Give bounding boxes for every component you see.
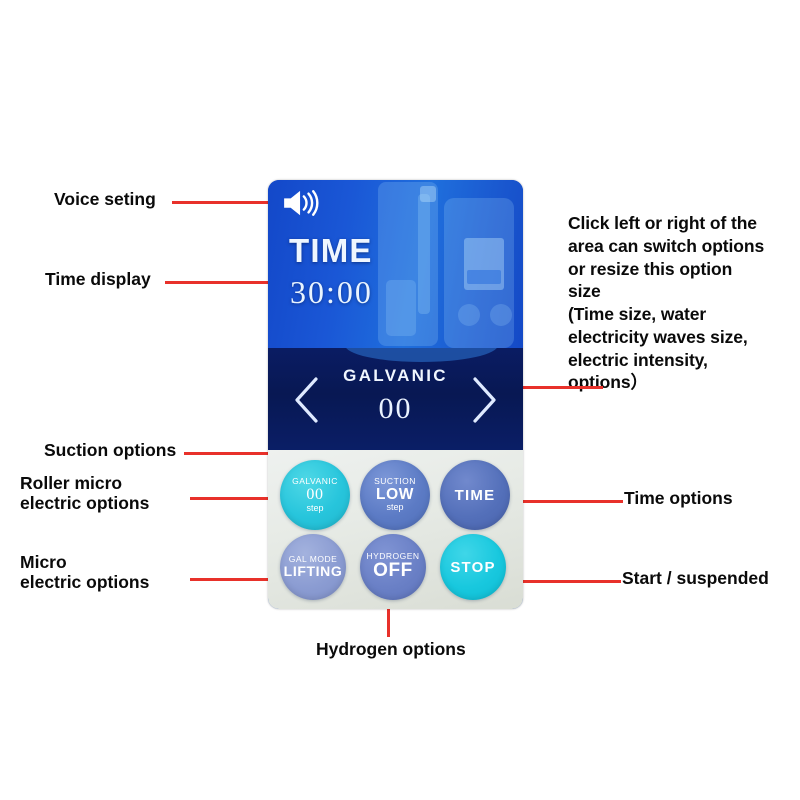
- leader-line-time-display: [165, 281, 272, 284]
- button-time-options[interactable]: TIME: [440, 460, 510, 530]
- annotation-info-note: Click left or right of the area can swit…: [568, 213, 765, 393]
- time-label: TIME: [289, 232, 373, 269]
- leader-line-voice-setting: [172, 201, 272, 204]
- leader-line-info-note: [505, 386, 603, 389]
- button-gal-mode-options[interactable]: GAL MODE LIFTING: [280, 534, 346, 600]
- annotation-micro-electric-options: Micro electric options: [20, 552, 150, 592]
- option-selector-screen[interactable]: GALVANIC 00: [268, 348, 523, 450]
- annotation-suction-options: Suction options: [44, 440, 177, 460]
- leader-line-start-suspended: [511, 580, 621, 583]
- leader-line-time-options: [513, 500, 623, 503]
- button-galvanic-caption: GALVANIC: [292, 476, 338, 487]
- annotation-voice-setting: Voice seting: [54, 189, 156, 209]
- button-galvanic-value: 00: [306, 485, 324, 503]
- button-galvanic-sub: step: [306, 502, 324, 513]
- button-suction-caption: SUCTION: [374, 476, 416, 487]
- time-display-screen[interactable]: TIME 30:00: [268, 180, 523, 348]
- button-hydrogen-caption: HYDROGEN: [366, 551, 420, 562]
- button-suction-options[interactable]: SUCTION LOW step: [360, 460, 430, 530]
- button-galvanic-options[interactable]: GALVANIC 00 step: [280, 460, 350, 530]
- button-hydrogen-options[interactable]: HYDROGEN OFF: [360, 534, 426, 600]
- keypad-panel: GALVANIC 00 step SUCTION LOW step TIME G…: [268, 450, 523, 609]
- annotation-start-suspended: Start / suspended: [622, 568, 769, 588]
- button-stop-value: STOP: [450, 558, 496, 576]
- leader-line-hydrogen-options: [387, 601, 390, 637]
- leader-line-micro-electric-options: [190, 578, 278, 581]
- button-hydrogen-value: OFF: [373, 560, 413, 582]
- leader-line-roller-micro-electric-options: [190, 497, 278, 500]
- speaker-volume-icon[interactable]: [282, 188, 320, 218]
- button-gal-mode-value: LIFTING: [283, 562, 343, 579]
- chevron-right-icon[interactable]: [469, 376, 499, 424]
- chevron-left-icon[interactable]: [292, 376, 322, 424]
- annotation-roller-micro-electric-options: Roller micro electric options: [20, 473, 150, 513]
- option-title: GALVANIC: [343, 366, 448, 385]
- button-suction-value: LOW: [376, 486, 414, 504]
- annotation-hydrogen-options: Hydrogen options: [316, 639, 466, 659]
- button-suction-sub: step: [386, 502, 404, 513]
- annotation-time-options: Time options: [624, 488, 733, 508]
- button-gal-mode-caption: GAL MODE: [288, 553, 338, 564]
- annotation-time-display: Time display: [45, 269, 151, 289]
- button-stop-start-suspend[interactable]: STOP: [440, 534, 506, 600]
- time-value[interactable]: 30:00: [290, 274, 373, 310]
- device-control-panel: TIME 30:00 GALVANIC 00 GALVANIC 00 step …: [268, 180, 523, 609]
- option-value: 00: [378, 392, 413, 425]
- button-time-value: TIME: [454, 486, 496, 504]
